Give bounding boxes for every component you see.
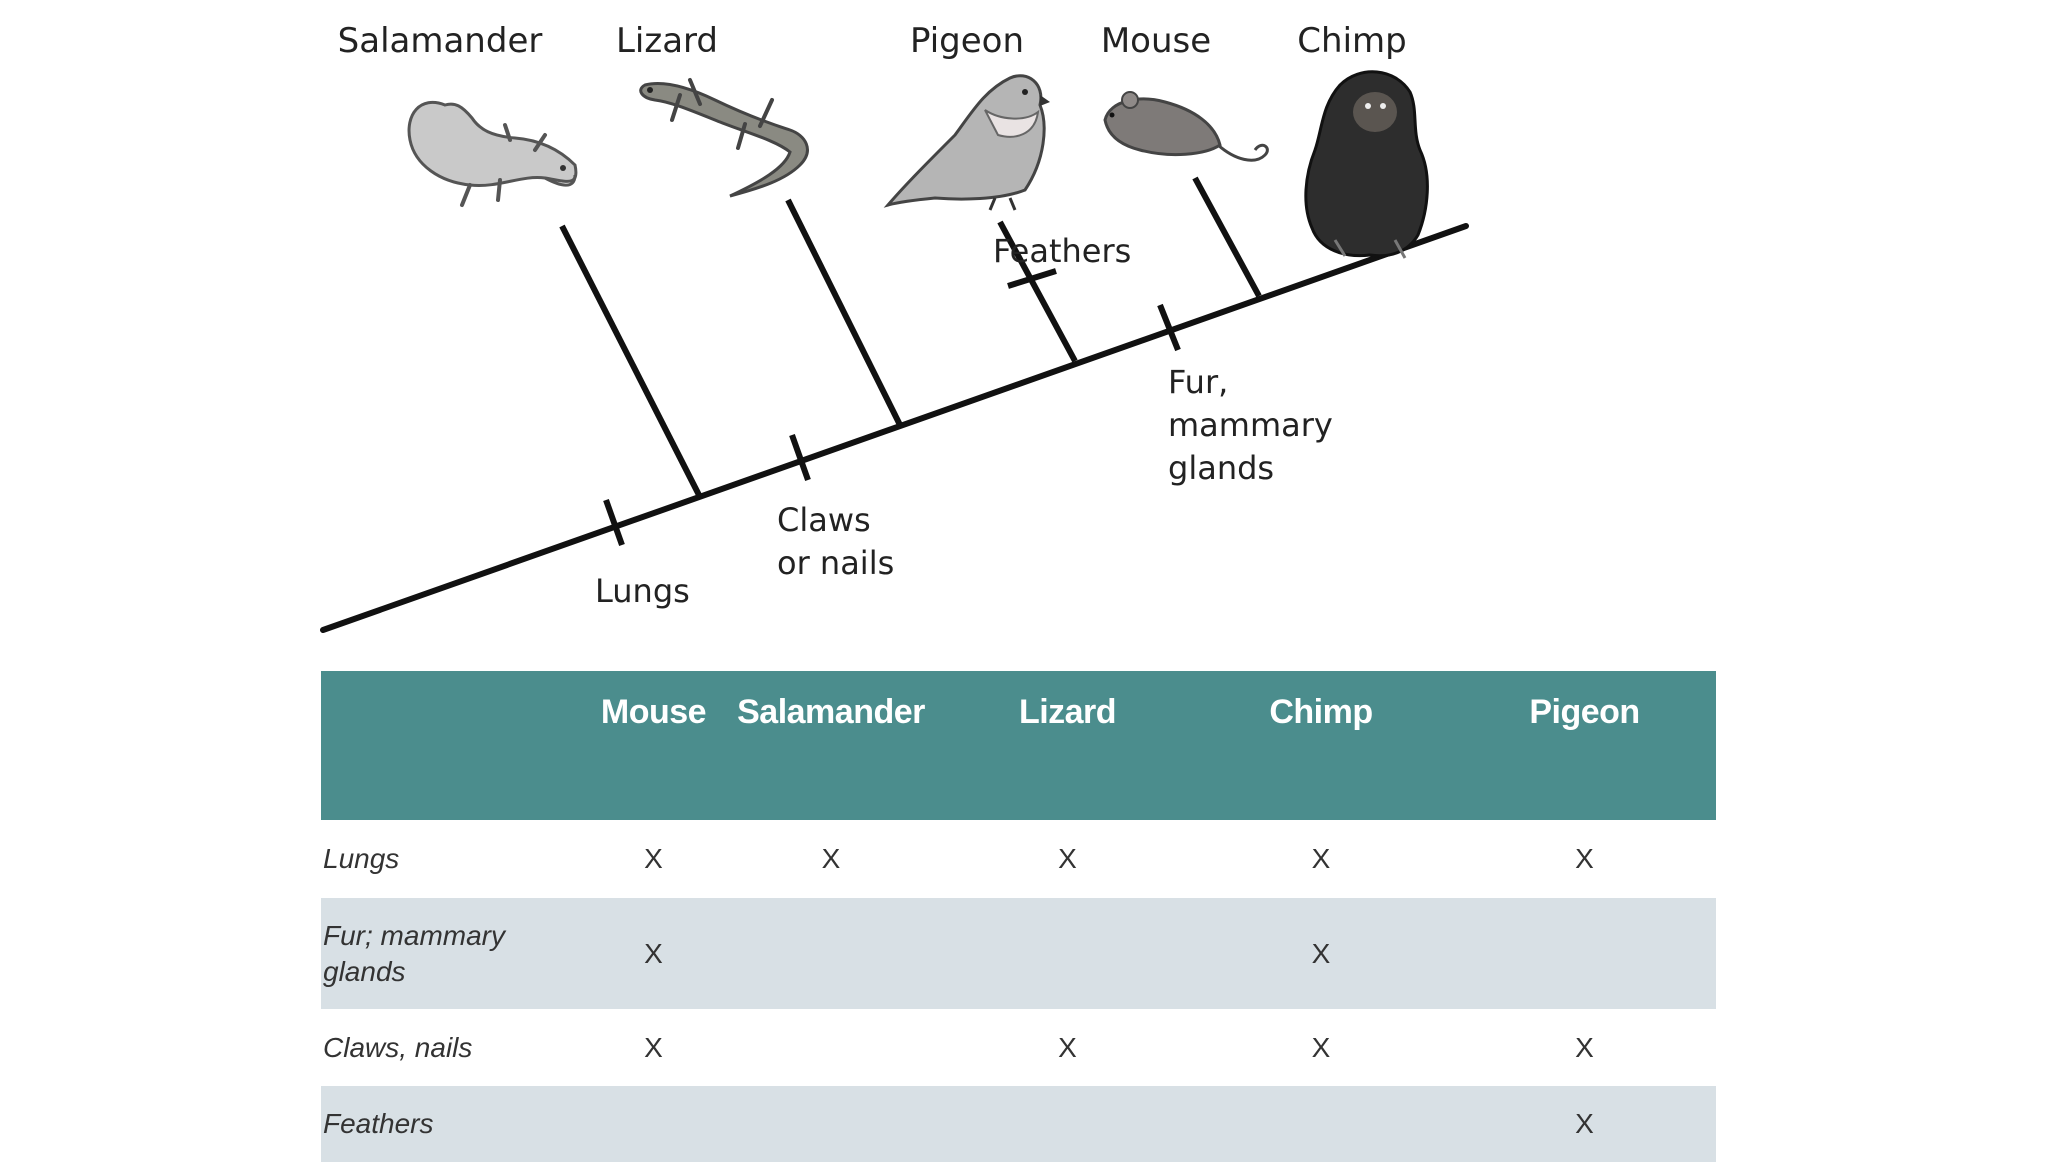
lizard-icon [639, 78, 809, 198]
trait-label-claws-line1: Claws [777, 501, 871, 539]
trait-label-lungs: Lungs [595, 572, 690, 610]
column-header-lizard: Lizard [1018, 693, 1117, 731]
cladogram-diagram: Salamander Lizard Pigeon Mouse Chimp Lun… [320, 21, 1469, 633]
table-cell [716, 1009, 946, 1086]
trait-label-feathers: Feathers [993, 232, 1131, 270]
table-cell [591, 1086, 716, 1162]
taxon-label-chimp: Chimp [1297, 21, 1406, 61]
table-cell: X [821, 843, 841, 874]
trait-table: Mouse Salamander Lizard Chimp Pigeon Lun… [321, 671, 1716, 1162]
table-cell [946, 1086, 1189, 1162]
branch-pigeon [997, 220, 1078, 363]
column-header-mouse: Mouse [600, 693, 707, 731]
tick-claws [789, 433, 811, 482]
table-cell [716, 898, 946, 1009]
table-row: Fur; mammary glands X X [321, 898, 1716, 1009]
tick-fur [1157, 303, 1181, 352]
tick-feathers [1007, 268, 1057, 289]
table-cell: X [644, 937, 663, 969]
salamander-icon [407, 101, 578, 207]
table-row: Feathers X [321, 1086, 1716, 1162]
row-label: Feathers [323, 1108, 434, 1139]
table-cell: X [1311, 1031, 1331, 1063]
column-header-salamander: Salamander [737, 693, 925, 731]
pigeon-icon [883, 74, 1050, 211]
chimp-icon [1304, 70, 1429, 259]
row-label: Lungs [323, 843, 400, 874]
cladogram-trunk [320, 223, 1469, 633]
table-cell [1453, 898, 1716, 1009]
table-cell: X [1058, 1031, 1077, 1063]
column-header-trait [321, 671, 591, 820]
tick-lungs [603, 498, 625, 547]
row-label: Claws, nails [323, 1031, 473, 1063]
row-label: Fur; mammary glands [323, 919, 505, 987]
column-header-pigeon: Pigeon [1529, 693, 1640, 731]
trait-label-fur-line1: Fur, [1168, 363, 1228, 401]
branch-salamander [559, 224, 703, 499]
table-cell: X [1311, 843, 1331, 874]
trait-label-fur-line2: mammary [1168, 406, 1333, 444]
column-header-chimp: Chimp [1269, 693, 1373, 731]
trait-label-fur-line3: glands [1168, 449, 1274, 487]
taxon-label-salamander: Salamander [338, 21, 543, 61]
table-cell [716, 1086, 946, 1162]
table-cell [946, 898, 1189, 1009]
taxon-label-pigeon: Pigeon [910, 21, 1024, 61]
table-cell: X [1311, 937, 1331, 969]
table-cell: X [644, 1031, 663, 1063]
table-cell: X [644, 843, 663, 874]
trait-label-claws-line2: or nails [777, 544, 894, 582]
taxon-label-lizard: Lizard [616, 21, 718, 61]
table-cell: X [1575, 1031, 1594, 1063]
table-row: Lungs X X X X X [321, 820, 1716, 898]
taxon-label-mouse: Mouse [1101, 21, 1211, 61]
mouse-icon [1103, 91, 1269, 162]
table-cell: X [1575, 843, 1594, 874]
table-row: Claws, nails X X X X [321, 1009, 1716, 1086]
table-cell: X [1058, 843, 1077, 874]
branch-mouse [1192, 176, 1262, 298]
table-cell: X [1575, 1108, 1594, 1139]
table-header-row: Mouse Salamander Lizard Chimp Pigeon [321, 671, 1716, 820]
branch-lizard [785, 198, 903, 427]
table-cell [1189, 1086, 1453, 1162]
